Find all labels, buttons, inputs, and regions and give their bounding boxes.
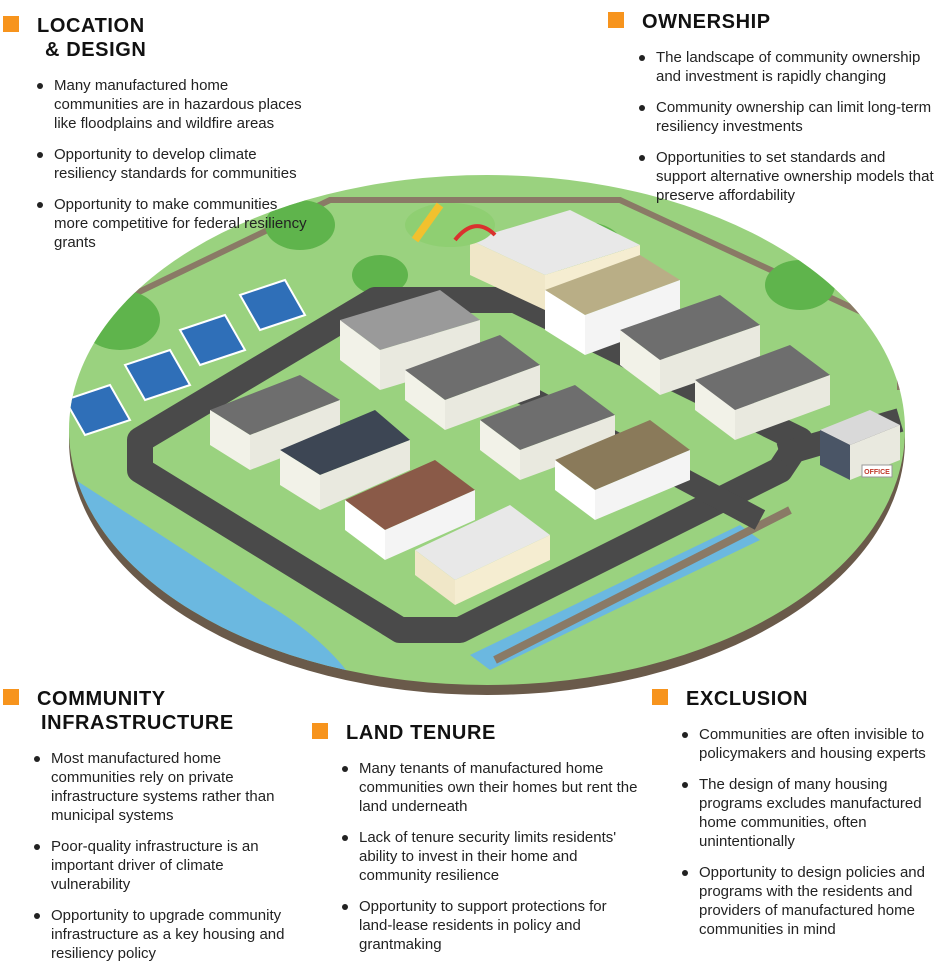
section-marker [3, 16, 19, 32]
section-land-tenure: LAND TENURE Many tenants of manufactured… [312, 721, 642, 966]
bullet-item: Many tenants of manufactured home commun… [335, 759, 642, 816]
section-title: EXCLUSION [686, 687, 808, 711]
bullet-item: The design of many housing programs excl… [675, 775, 941, 851]
title-line: & DESIGN [45, 39, 147, 61]
playground [405, 202, 497, 247]
houses [210, 210, 830, 605]
bullet-item: Opportunities to set standards and suppo… [632, 148, 938, 205]
bullet-item: Opportunity to upgrade community infrast… [27, 906, 303, 963]
title-line: COMMUNITY [37, 688, 166, 710]
section-community-infrastructure: COMMUNITY INFRASTRUCTURE Most manufactur… [3, 687, 303, 975]
title-line: LOCATION [37, 15, 145, 37]
bullet-item: Opportunity to support protections for l… [335, 897, 642, 954]
tree [80, 290, 160, 350]
section-exclusion: EXCLUSION Communities are often invisibl… [652, 687, 941, 951]
tree [265, 200, 335, 250]
section-title: COMMUNITY INFRASTRUCTURE [37, 687, 234, 735]
section-title: OWNERSHIP [642, 10, 771, 34]
bullet-item: Many manufactured home communities are i… [30, 76, 313, 133]
bullet-item: Most manufactured home communities rely … [27, 749, 303, 825]
section-ownership: OWNERSHIP The landscape of community own… [608, 10, 938, 217]
bullet-item: Opportunity to develop climate resilienc… [30, 145, 313, 183]
section-marker [3, 689, 19, 705]
section-marker [608, 12, 624, 28]
solar-panels [69, 278, 307, 437]
tree [765, 260, 835, 310]
bullet-item: The landscape of community ownership and… [632, 48, 938, 86]
side-fence [493, 506, 792, 664]
title-line: LAND TENURE [346, 722, 496, 744]
section-marker [312, 723, 328, 739]
bullet-item: Opportunity to make communities more com… [30, 195, 313, 252]
bullet-item: Community ownership can limit long-term … [632, 98, 938, 136]
bullet-item: Opportunity to design policies and progr… [675, 863, 941, 939]
bullet-item: Lack of tenure security limits residents… [335, 828, 642, 885]
section-marker [652, 689, 668, 705]
section-title: LAND TENURE [346, 721, 496, 745]
title-line: OWNERSHIP [642, 11, 771, 33]
tree [352, 255, 408, 295]
office-building: OFFICE [820, 410, 900, 480]
bullet-item: Poor-quality infrastructure is an import… [27, 837, 303, 894]
section-title: LOCATION & DESIGN [37, 14, 146, 62]
title-line: EXCLUSION [686, 688, 809, 710]
title-line: INFRASTRUCTURE [41, 712, 234, 734]
office-sign: OFFICE [864, 469, 890, 476]
section-location-design: LOCATION & DESIGN Many manufactured home… [3, 14, 313, 264]
bullet-item: Communities are often invisible to polic… [675, 725, 941, 763]
